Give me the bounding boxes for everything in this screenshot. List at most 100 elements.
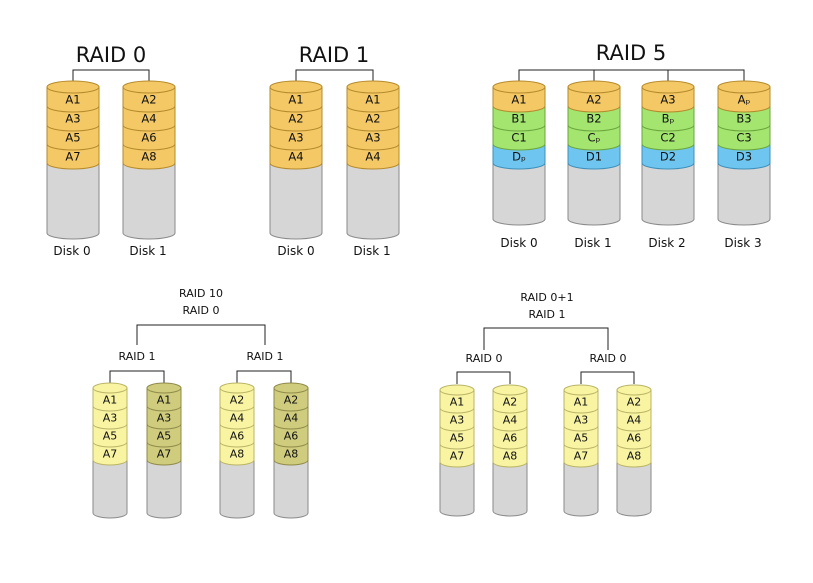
stripe-label: Bₚ (662, 112, 675, 126)
stripe-label: A4 (141, 112, 156, 126)
disk-top-cap (219, 382, 255, 394)
stripe-block (92, 405, 128, 430)
stripe-block (439, 443, 475, 468)
stripe-block (563, 389, 599, 414)
stripe-label: A2 (230, 394, 245, 407)
stripe-block (439, 425, 475, 450)
stripe-label: B2 (586, 112, 601, 126)
stripe-label: C1 (511, 131, 526, 145)
stripe-label: A5 (103, 430, 118, 443)
disk-top-cap (563, 384, 599, 396)
disk-top-cap (346, 80, 400, 94)
stripe-label: A2 (141, 93, 156, 107)
disk-top-cap (492, 80, 546, 94)
stripe-block (122, 105, 176, 132)
stripe-label: A4 (284, 412, 299, 425)
stripe-label: A3 (574, 414, 589, 427)
stripe-block (273, 387, 309, 412)
raid0-disk-1-label: Disk 1 (129, 244, 166, 258)
raid10-title: RAID 10 (179, 287, 223, 300)
stripe-block (641, 124, 695, 151)
stripe-label: A1 (157, 394, 172, 407)
stripe-label: A8 (284, 448, 299, 461)
stripe-label: A7 (450, 450, 465, 463)
raid10-group-1-connector (236, 370, 292, 383)
stripe-block (563, 443, 599, 468)
stripe-label: A2 (365, 112, 380, 126)
stripe-label: A8 (230, 448, 245, 461)
stripe-label: A6 (627, 432, 642, 445)
stripe-block (146, 405, 182, 430)
stripe-label: A7 (65, 150, 80, 164)
raid10-disk-0: A7 A5 A3 A1 (92, 382, 128, 519)
raid1-title: RAID 1 (299, 43, 370, 67)
stripe-block (717, 86, 771, 113)
stripe-label: A2 (627, 396, 642, 409)
stripe-block (616, 443, 652, 468)
stripe-block (492, 389, 528, 414)
stripe-block (122, 124, 176, 151)
stripe-block (563, 425, 599, 450)
raid10-group-1-label: RAID 1 (247, 350, 284, 363)
disk-top-cap (439, 384, 475, 396)
stripe-label: A3 (450, 414, 465, 427)
raid5-connector (518, 69, 745, 83)
stripe-label: A3 (65, 112, 80, 126)
stripe-block (492, 425, 528, 450)
stripe-label: A2 (288, 112, 303, 126)
stripe-label: C2 (660, 131, 675, 145)
stripe-label: A3 (103, 412, 118, 425)
stripe-label: A5 (574, 432, 589, 445)
stripe-block (567, 143, 621, 170)
stripe-block (439, 389, 475, 414)
disk-top-cap (717, 80, 771, 94)
stripe-label: A2 (284, 394, 299, 407)
stripe-label: A4 (627, 414, 642, 427)
stripe-label: A4 (288, 150, 303, 164)
stripe-label: D1 (586, 150, 602, 164)
stripe-block (219, 387, 255, 412)
stripe-block (273, 441, 309, 466)
stripe-label: Aₚ (738, 93, 751, 107)
stripe-label: A4 (503, 414, 518, 427)
stripe-label: A3 (365, 131, 380, 145)
raid01-group-0-label: RAID 0 (466, 352, 503, 365)
stripe-block (46, 86, 100, 113)
disk-top-cap (146, 382, 182, 394)
stripe-label: A7 (103, 448, 118, 461)
raid10-group-0-label: RAID 1 (119, 350, 156, 363)
stripe-label: A1 (103, 394, 118, 407)
stripe-block (616, 389, 652, 414)
stripe-block (122, 143, 176, 170)
stripe-block (46, 124, 100, 151)
stripe-label: A2 (503, 396, 518, 409)
stripe-block (641, 143, 695, 170)
disk-top-cap (492, 384, 528, 396)
disk-top-cap (616, 384, 652, 396)
raid01-title: RAID 0+1 (520, 291, 573, 304)
stripe-block (492, 86, 546, 113)
raid01-group-1-connector (580, 371, 635, 384)
raid0-disk-0-label: Disk 0 (53, 244, 90, 258)
stripe-block (346, 86, 400, 113)
raid01-top-connector (483, 327, 609, 350)
stripe-label: A7 (157, 448, 172, 461)
stripe-block (269, 124, 323, 151)
raid01-group-0-connector (456, 371, 511, 384)
stripe-label: A1 (365, 93, 380, 107)
stripe-label: A5 (65, 131, 80, 145)
stripe-label: A5 (157, 430, 172, 443)
disk-top-cap (641, 80, 695, 94)
